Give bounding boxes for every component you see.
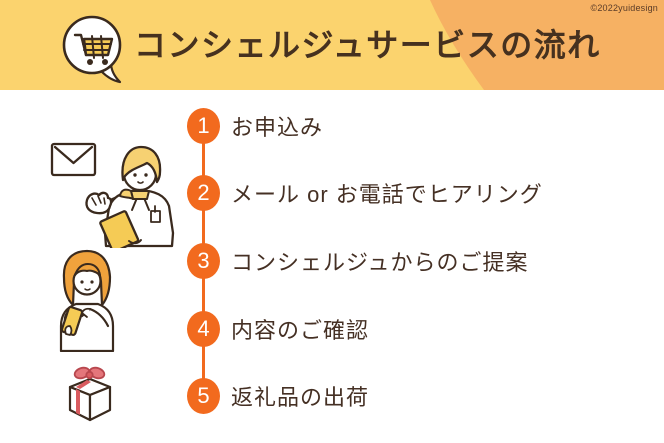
step-label: お申込み [231,115,324,140]
step-row-5: 5 返礼品の出荷 [187,378,369,414]
step-label: メール or お電話でヒアリング [231,182,543,207]
step-row-3: 3 コンシェルジュからのご提案 [187,243,528,279]
step-label: 返礼品の出荷 [231,385,370,410]
service-flow-timeline: 1 お申込み 2 メール or お電話でヒアリング 3 コンシェルジュからのご提… [0,90,664,443]
copyright-text: ©2022yuidesign [590,3,658,13]
woman-using-smartphone-illustration [59,249,115,352]
step-label: コンシェルジュからのご提案 [231,250,529,275]
header-orange-blob [430,0,664,90]
concierge-with-envelope-illustration [50,142,175,248]
step-label: 内容のご確認 [231,318,370,343]
step-number-badge: 3 [187,243,220,279]
page-title: コンシェルジュサービスの流れ [134,27,601,63]
step-row-4: 4 内容のご確認 [187,311,369,347]
shopping-cart-speech-bubble-icon [62,15,122,84]
step-number-badge: 4 [187,311,220,347]
gift-box-illustration [68,366,112,422]
step-row-2: 2 メール or お電話でヒアリング [187,175,543,211]
step-row-1: 1 お申込み [187,108,323,144]
step-number-badge: 5 [187,378,220,414]
header-banner: ©2022yuidesign コンシェルジュサービスの流れ [0,0,664,90]
step-number-badge: 1 [187,108,220,144]
step-number-badge: 2 [187,175,220,211]
